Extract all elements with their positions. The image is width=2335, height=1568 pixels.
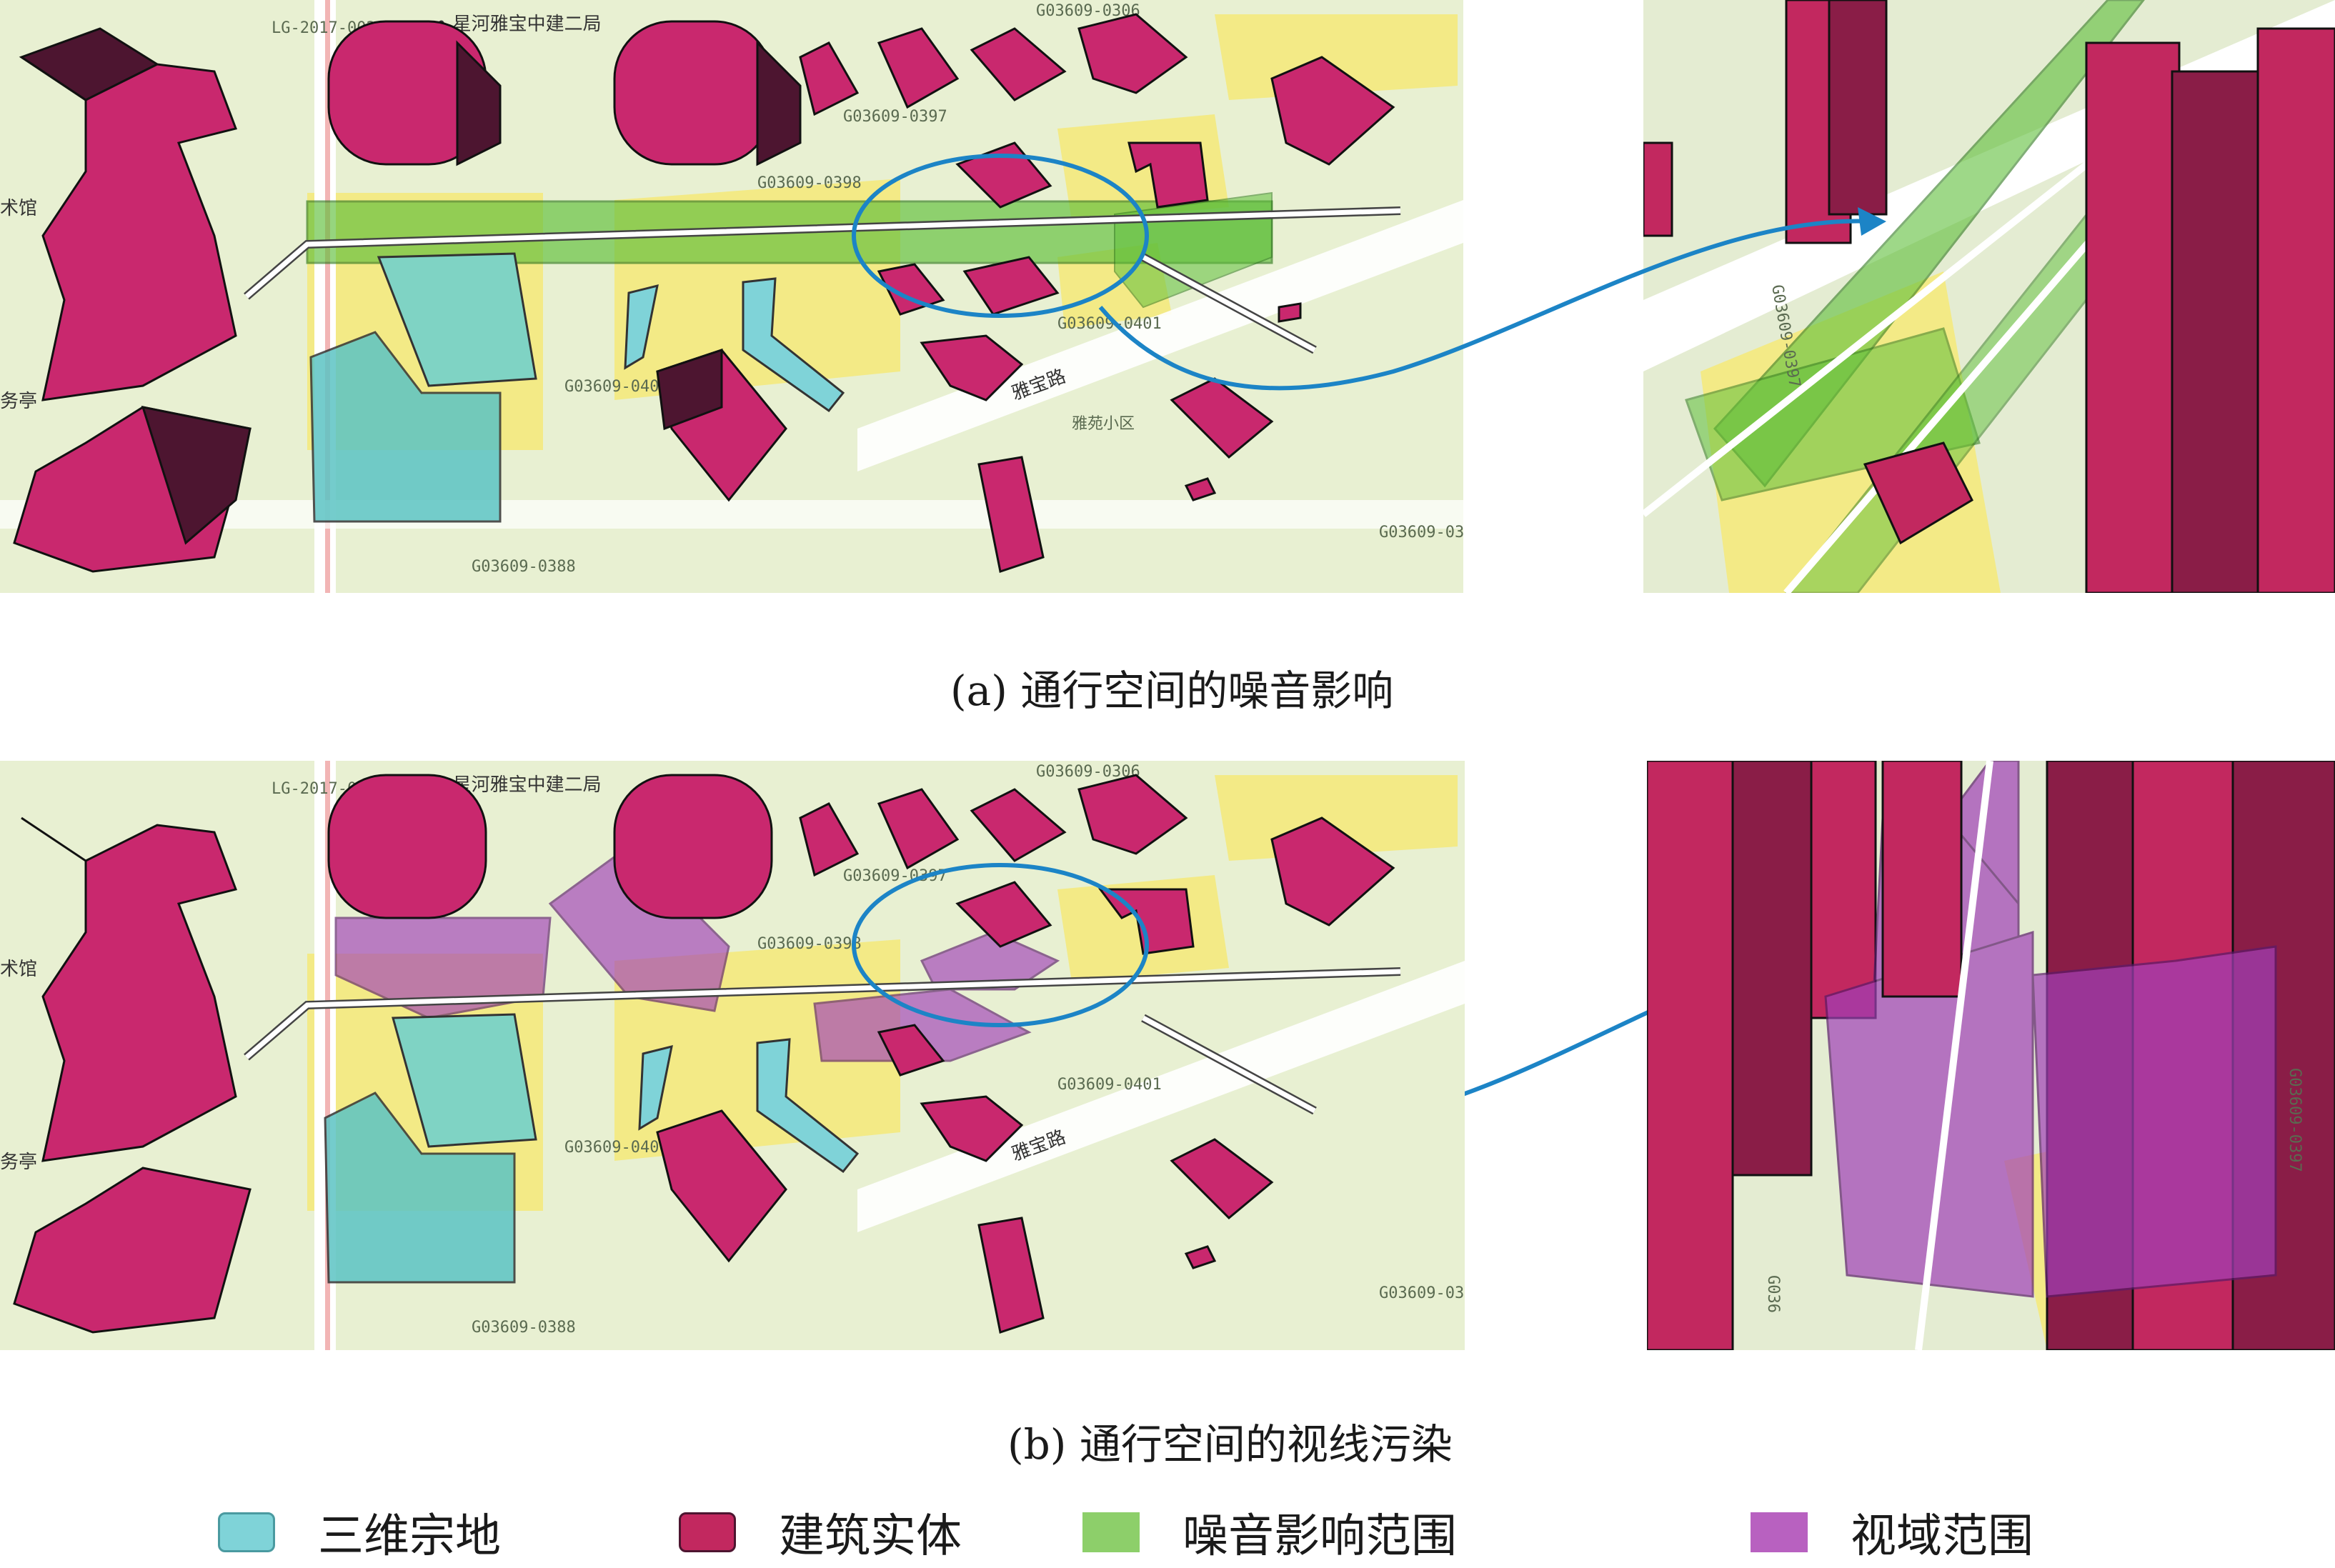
legend-label-building: 建筑实体: [779, 1510, 962, 1563]
legend-swatch-parcel: [218, 1512, 275, 1552]
legend-building: 建筑实体: [679, 1504, 962, 1563]
legend-label-parcel: 三维宗地: [318, 1510, 501, 1563]
panel-a-map: • 星河雅宝中建二局 LG-2017-0022 术馆 务亭 G03609-039…: [0, 0, 1463, 593]
panel-a-zoom: G03609-0397: [1643, 0, 2335, 593]
parcel-3d: [309, 331, 502, 523]
map-label-0398-b: G03609-0398: [757, 935, 862, 953]
map-label-0400-b: G03609-0400: [564, 1139, 669, 1157]
legend-parcel: 三维宗地: [218, 1504, 501, 1563]
map-label-shuguan: 术馆: [0, 198, 37, 219]
parcel: [377, 252, 537, 387]
buildings: [13, 13, 1395, 573]
callout-ellipse-b: [852, 863, 1149, 1027]
panel-b-zoom: G03609-0397 G036: [1647, 761, 2335, 1350]
legend-swatch-building: [679, 1512, 736, 1552]
map-label-wuting-b: 务亭: [0, 1152, 37, 1173]
legend-label-view: 视域范围: [1851, 1510, 2033, 1563]
map-label-0400: G03609-0400: [564, 378, 669, 396]
panel-b-map: • 星河雅宝中建二局 LG-2017-0022 术馆 务亭 G03609-039…: [0, 761, 1465, 1350]
zoom-b-label-2: G036: [1764, 1275, 1782, 1313]
map-label-0389: G03609-0389: [1379, 524, 1463, 541]
map-label-0401-b: G03609-0401: [1057, 1076, 1162, 1094]
map-label-wuting: 务亭: [0, 391, 37, 412]
legend-noise: 噪音影响范围: [1082, 1504, 1457, 1563]
legend-view: 视域范围: [1751, 1504, 2033, 1563]
legend-swatch-noise: [1082, 1512, 1140, 1552]
zoom-b-label: G03609-0397: [2286, 1068, 2304, 1172]
caption-a: (a) 通行空间的噪音影响: [950, 666, 1394, 715]
caption-b: (b) 通行空间的视线污染: [1007, 1420, 1453, 1469]
map-label-0388-b: G03609-0388: [472, 1319, 576, 1337]
noise-zone: [306, 200, 1273, 264]
map-label-0398: G03609-0398: [757, 174, 862, 192]
map-label-shuguan-b: 术馆: [0, 959, 37, 980]
callout-ellipse: [852, 154, 1149, 318]
map-label-0389-b: G03609-0389: [1379, 1284, 1465, 1302]
legend-label-noise: 噪音影响范围: [1183, 1510, 1457, 1563]
map-label-small: 雅苑小区: [1072, 415, 1135, 433]
legend-swatch-view: [1751, 1512, 1808, 1552]
map-label-street: • 星河雅宝中建二局: [436, 14, 602, 35]
map-label-0397: G03609-0397: [843, 108, 947, 126]
map-label-0388: G03609-0388: [472, 558, 576, 576]
